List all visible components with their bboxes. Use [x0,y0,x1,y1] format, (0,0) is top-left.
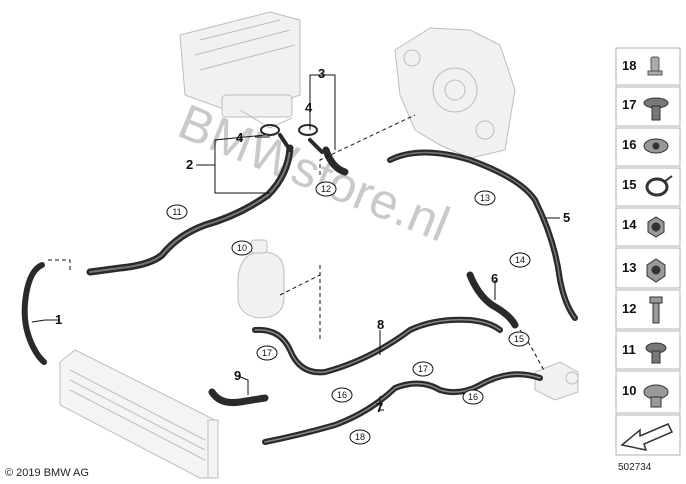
circle-callout-11: 11 [166,204,188,220]
hex-nut-flanged-icon [647,216,665,238]
circle-callout-16-b: 16 [462,389,484,405]
svg-text:16: 16 [622,137,636,152]
circle-callout-14: 14 [509,252,531,268]
push-nut-icon [643,384,669,408]
circle-callout-10: 10 [231,240,253,256]
svg-text:16: 16 [468,392,478,402]
radiator [59,349,219,479]
hose-3 [322,146,349,176]
svg-text:14: 14 [622,217,637,232]
svg-text:17: 17 [418,364,428,374]
svg-text:18: 18 [355,432,365,442]
callout-2: 2 [186,157,193,172]
leader-lines [31,74,560,411]
svg-text:11: 11 [172,207,181,217]
callout-1: 1 [55,312,62,327]
callouts: 1 2 3 4 4 5 6 7 8 9 [55,66,570,415]
legend-item-10: 10 [622,383,669,408]
legend-item-17: 17 [622,97,669,121]
callout-4: 4 [236,130,244,145]
callout-3: 3 [318,66,325,81]
o-rings [260,124,318,136]
legend-item-12: 12 [622,296,663,324]
hose-1 [21,262,47,365]
pump-housing [394,27,516,159]
svg-text:13: 13 [480,193,490,203]
electric-pump [534,361,579,401]
callout-7: 7 [376,400,383,415]
legend-item-11: 11 [622,342,667,364]
hose-9 [208,388,269,406]
svg-text:13: 13 [622,260,636,275]
o-ring [260,124,280,136]
guide-lines [48,114,546,373]
circle-callout-17-b: 17 [412,361,434,377]
circled-callouts: 11 10 12 13 14 17 16 15 17 16 18 [166,181,531,445]
expansion-tank-unit [179,11,301,129]
svg-text:16: 16 [337,390,347,400]
arrow-icon [620,423,674,452]
copyright: © 2019 BMW AG [5,467,89,479]
svg-text:17: 17 [622,97,636,112]
legend-item-18: 18 [622,56,663,76]
svg-text:12: 12 [622,301,636,316]
legend-item-14: 14 [622,216,665,238]
expanding-rivet-small-icon [645,342,667,364]
circle-callout-18: 18 [349,429,371,445]
circle-callout-13: 13 [474,190,496,206]
callout-5: 5 [563,210,570,225]
svg-text:10: 10 [622,383,636,398]
bolt-icon [649,296,663,324]
hose-clamp-icon [645,175,673,197]
circle-callout-16: 16 [331,387,353,403]
svg-text:10: 10 [237,243,247,253]
legend-panel: 18 17 16 15 [615,47,681,456]
svg-text:12: 12 [321,184,331,194]
svg-text:15: 15 [514,334,524,344]
circle-callout-12: 12 [315,181,337,197]
diagram-number: 502734 [618,462,652,473]
circle-callout-15: 15 [508,331,530,347]
o-ring [298,124,318,136]
coolant-reservoir [237,239,285,319]
hoses [21,133,578,445]
callout-6: 6 [491,271,498,286]
pin-clip-icon [647,56,663,76]
svg-text:17: 17 [262,348,272,358]
legend-item-15: 15 [622,175,673,197]
callout-4-b: 4 [305,100,313,115]
callout-8: 8 [377,317,384,332]
hose-6 [466,271,519,329]
svg-text:14: 14 [515,255,525,265]
legend-item-13: 13 [622,258,666,283]
circle-callout-17: 17 [256,345,278,361]
svg-text:15: 15 [622,177,636,192]
legend-item-16: 16 [622,137,669,154]
expanding-rivet-icon [643,97,669,121]
callout-9: 9 [234,368,241,383]
hose-7 [262,371,543,445]
svg-text:11: 11 [622,342,636,357]
svg-text:18: 18 [622,58,636,73]
hex-nut-icon [646,258,666,283]
legend-nav-arrow[interactable] [620,423,674,452]
plug-fastener-icon [643,138,669,154]
